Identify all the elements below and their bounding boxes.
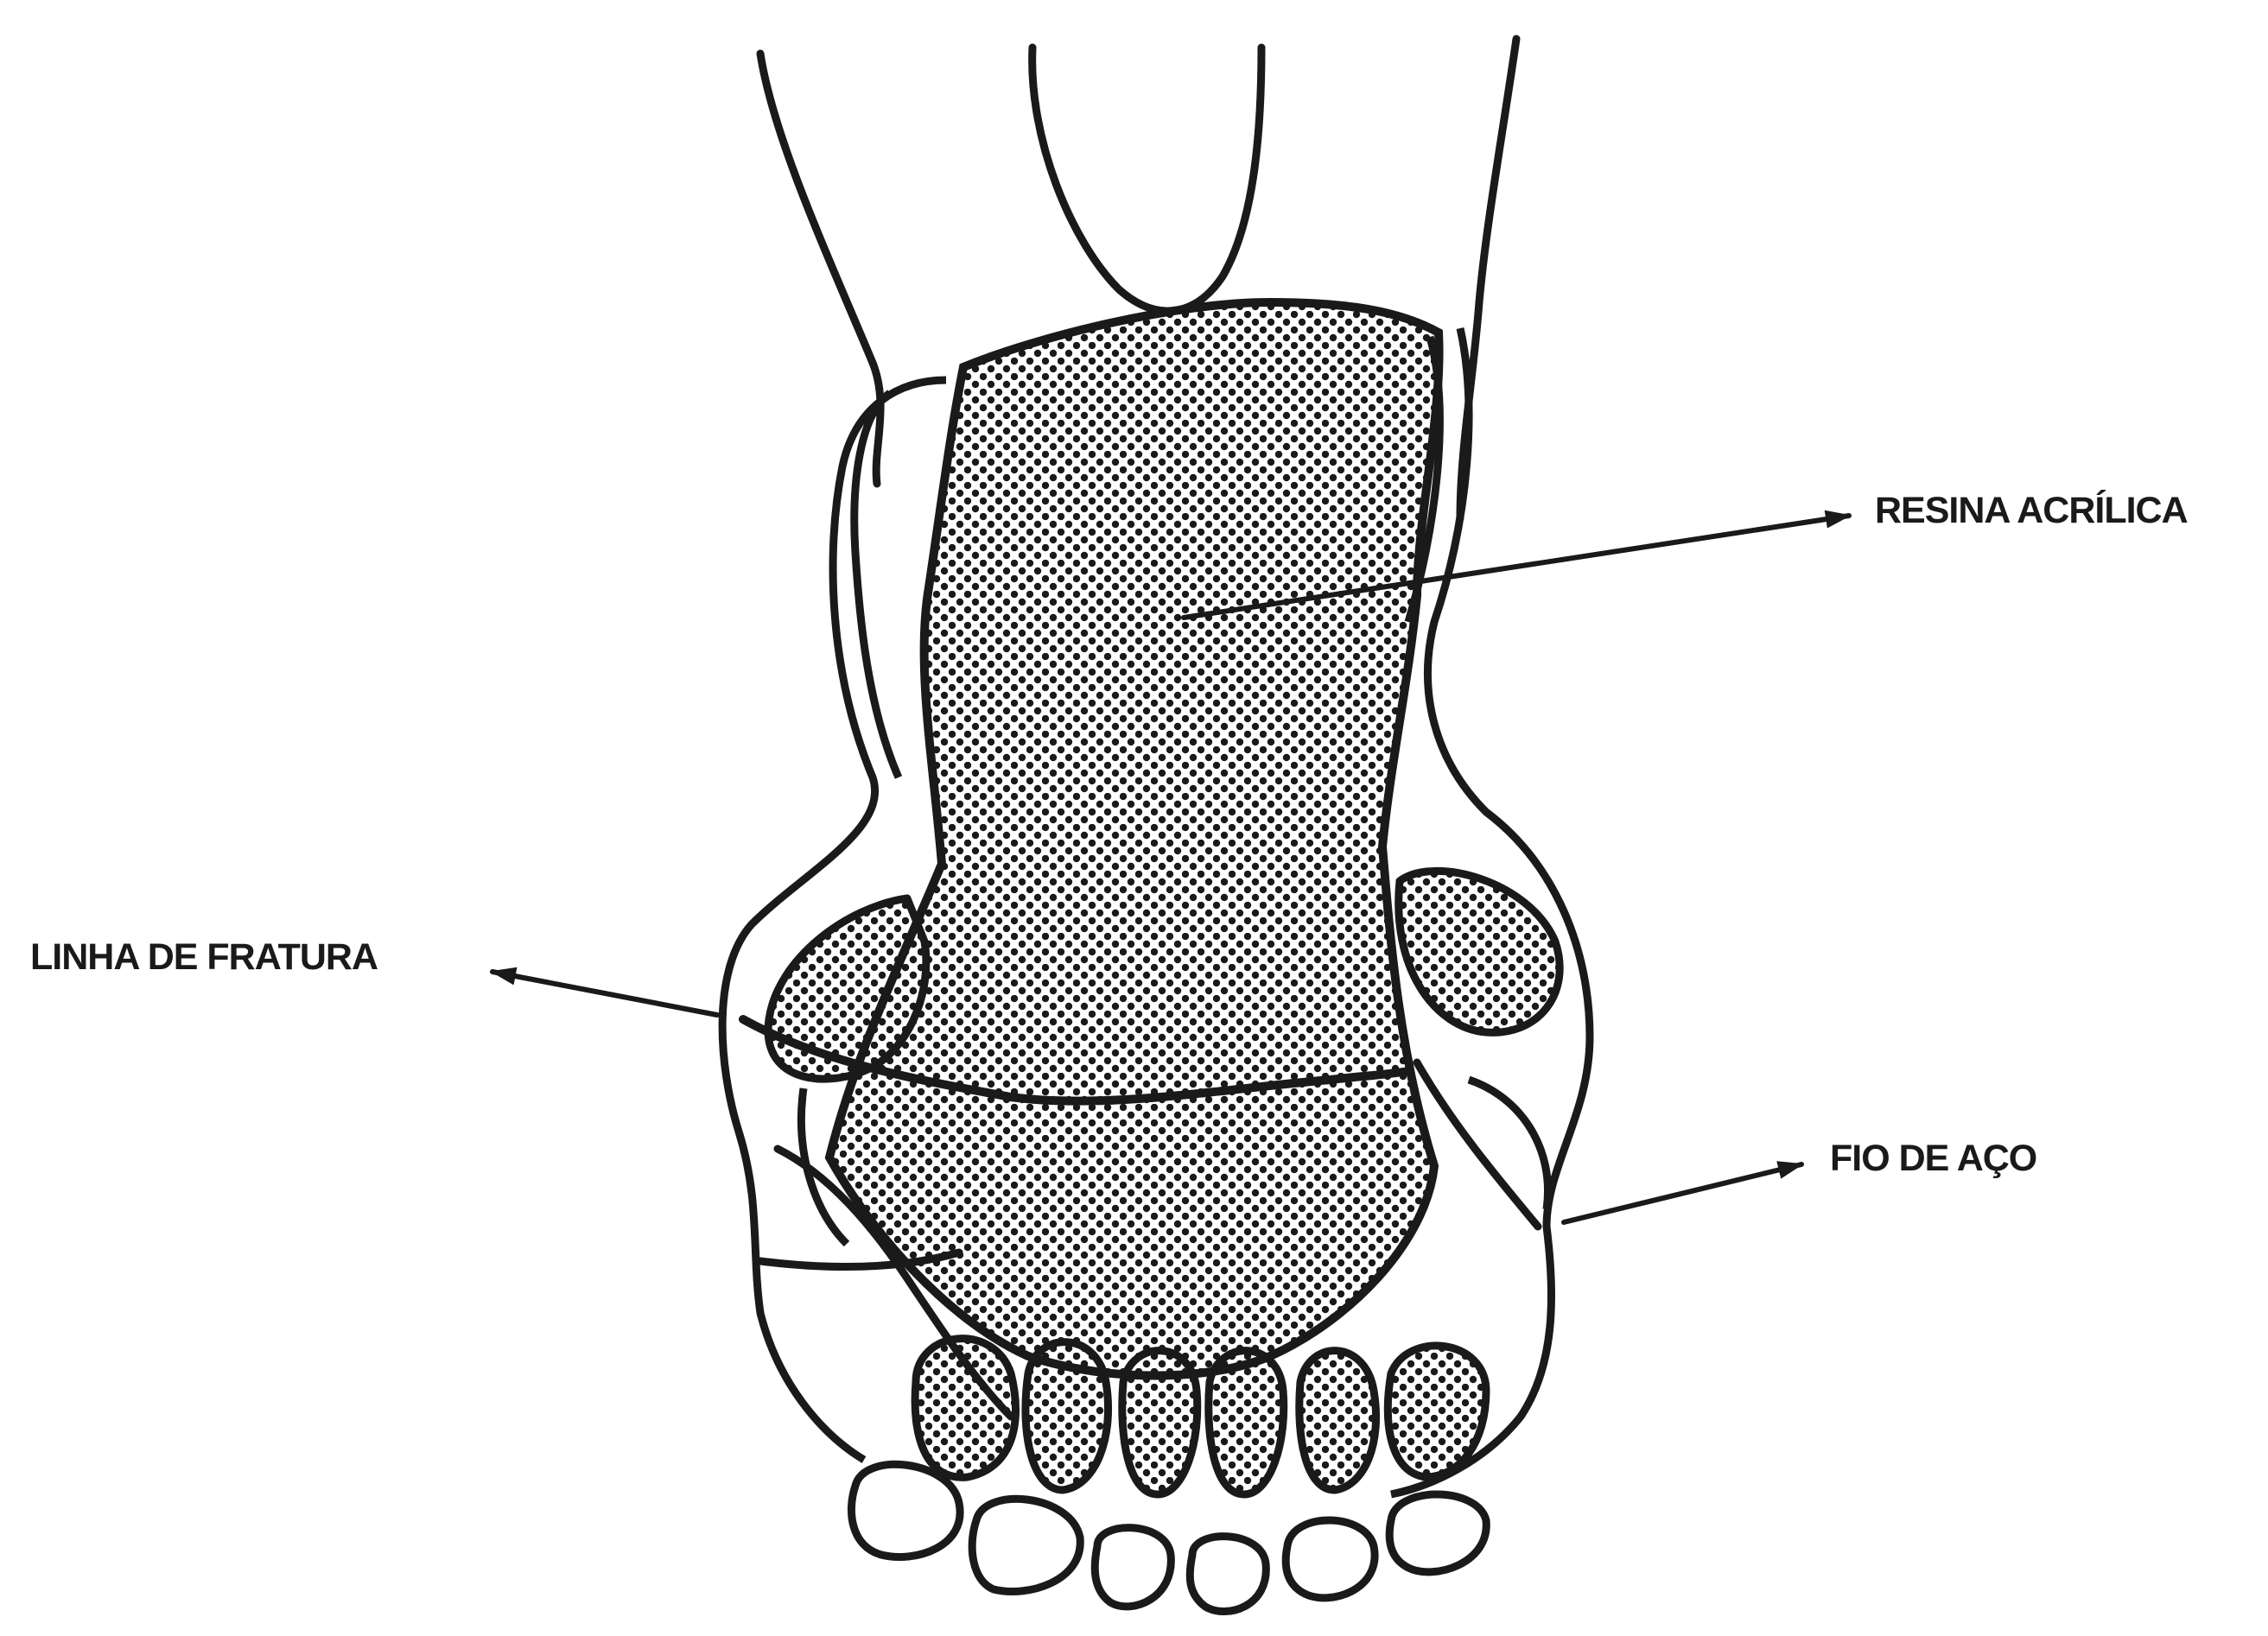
left-jaw-outline: [722, 380, 946, 1460]
label-resina-acrilica: RESINA ACRÍLICA: [1875, 492, 2188, 529]
arrow-fio: [1564, 1164, 1801, 1222]
teeth: [851, 1339, 1486, 1612]
arrow-linha: [492, 972, 717, 1015]
acrylic-resin-body: [829, 302, 1439, 1376]
label-linha-de-fratura: LINHA DE FRATURA: [30, 939, 378, 976]
label-fio-de-aco: FIO DE AÇO: [1830, 1140, 2036, 1177]
